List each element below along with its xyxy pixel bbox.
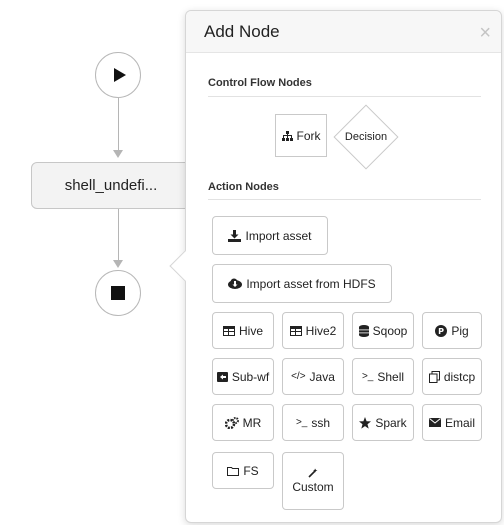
code-icon: </> [291,371,306,382]
connector-start-to-action [118,98,119,154]
control-flow-title: Control Flow Nodes [208,77,312,89]
folder-icon [227,466,240,476]
mr-button[interactable]: MR [212,404,274,441]
popover-header: Add Node × [186,11,501,53]
play-icon [113,68,126,82]
sub-workflow-button[interactable]: Sub-wf [212,358,274,395]
popover-title: Add Node [204,22,280,41]
table-icon [289,325,302,336]
hive-button[interactable]: Hive [212,312,274,349]
custom-button[interactable]: Custom [282,452,344,510]
import-asset-button[interactable]: Import asset [212,216,328,255]
mr-label: MR [242,415,262,430]
distcp-label: distcp [443,369,476,384]
envelope-icon [428,418,441,427]
cogs-icon [224,416,239,429]
pig-button[interactable]: P Pig [422,312,482,349]
connector-arrow [113,260,123,268]
sqoop-button[interactable]: Sqoop [352,312,414,349]
terminal-icon: >_ [361,371,374,382]
hive2-label: Hive2 [305,323,337,338]
spark-button[interactable]: Spark [352,404,414,441]
spark-label: Spark [375,415,407,430]
connector-action-to-end [118,209,119,264]
hive2-button[interactable]: Hive2 [282,312,344,349]
divider [208,199,481,200]
decision-label: Decision [344,131,388,143]
shell-action-node[interactable]: shell_undefi... [31,162,191,209]
code-fork-icon [216,371,228,382]
ssh-button[interactable]: >_ ssh [282,404,344,441]
pig-icon: P [435,324,448,337]
action-nodes-title: Action Nodes [208,181,279,193]
decision-button[interactable]: Decision [333,104,399,170]
divider [208,96,481,97]
shell-label: Shell [377,369,405,384]
hive-label: Hive [238,323,263,338]
database-icon [358,324,369,337]
distcp-button[interactable]: distcp [422,358,482,395]
shell-button[interactable]: >_ Shell [352,358,414,395]
email-button[interactable]: Email [422,404,482,441]
sub-workflow-label: Sub-wf [231,369,270,384]
add-node-popover: Add Node × Control Flow Nodes Fork Decis… [185,10,502,523]
stop-icon [111,286,125,300]
import-hdfs-button[interactable]: Import asset from HDFS [212,264,392,303]
sqoop-label: Sqoop [372,323,408,338]
svg-text:P: P [438,327,444,336]
cloud-download-icon [228,278,243,289]
import-hdfs-label: Import asset from HDFS [246,276,376,291]
import-asset-label: Import asset [245,228,312,243]
download-icon [228,229,242,242]
fs-button[interactable]: FS [212,452,274,489]
magic-icon [308,468,318,478]
fork-button[interactable]: Fork [275,114,327,157]
email-label: Email [444,415,475,430]
java-button[interactable]: </> Java [282,358,344,395]
action-node-label: shell_undefi... [64,177,158,194]
ssh-label: ssh [311,415,331,430]
fs-label: FS [243,463,259,478]
connector-arrow [113,150,123,158]
end-node[interactable] [95,270,141,316]
table-icon [222,325,235,336]
sitemap-icon [281,130,293,141]
close-icon[interactable]: × [479,22,491,44]
java-label: Java [309,369,335,384]
start-node[interactable] [95,52,141,98]
pig-label: Pig [451,323,469,338]
fork-label: Fork [296,128,321,143]
star-icon [359,416,372,429]
custom-label: Custom [292,480,334,494]
terminal-icon: >_ [295,417,308,428]
copy-icon [428,370,440,383]
